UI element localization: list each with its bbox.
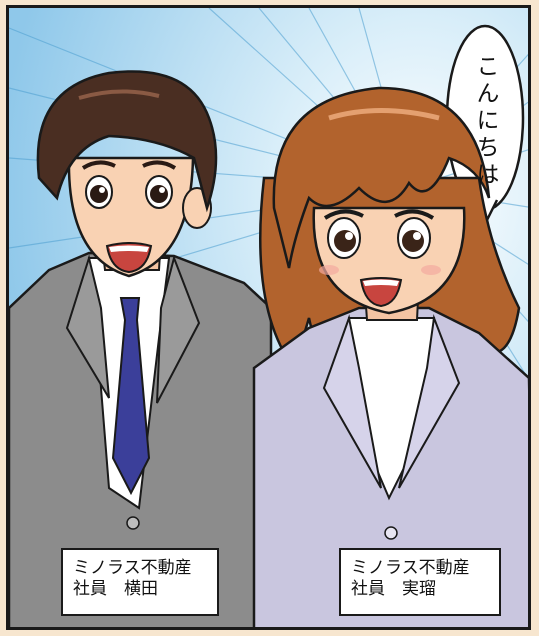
caption-right-company: ミノラス不動産 [351, 558, 470, 578]
caption-left-name: 社員 横田 [73, 579, 158, 599]
name-caption-right: ミノラス不動産 社員 実瑠 [339, 548, 501, 616]
speech-bubble-text: こんにちは [472, 54, 498, 189]
female-character [252, 86, 528, 627]
male-character [9, 70, 273, 627]
caption-right-name: 社員 実瑠 [351, 579, 436, 599]
caption-left-company: ミノラス不動産 [73, 558, 192, 578]
manga-panel: こんにちは ミノラス不動産 社員 横田 ミノラス不動産 社員 実瑠 [6, 5, 531, 630]
panel-illustration [9, 8, 528, 627]
name-caption-left: ミノラス不動産 社員 横田 [61, 548, 219, 616]
